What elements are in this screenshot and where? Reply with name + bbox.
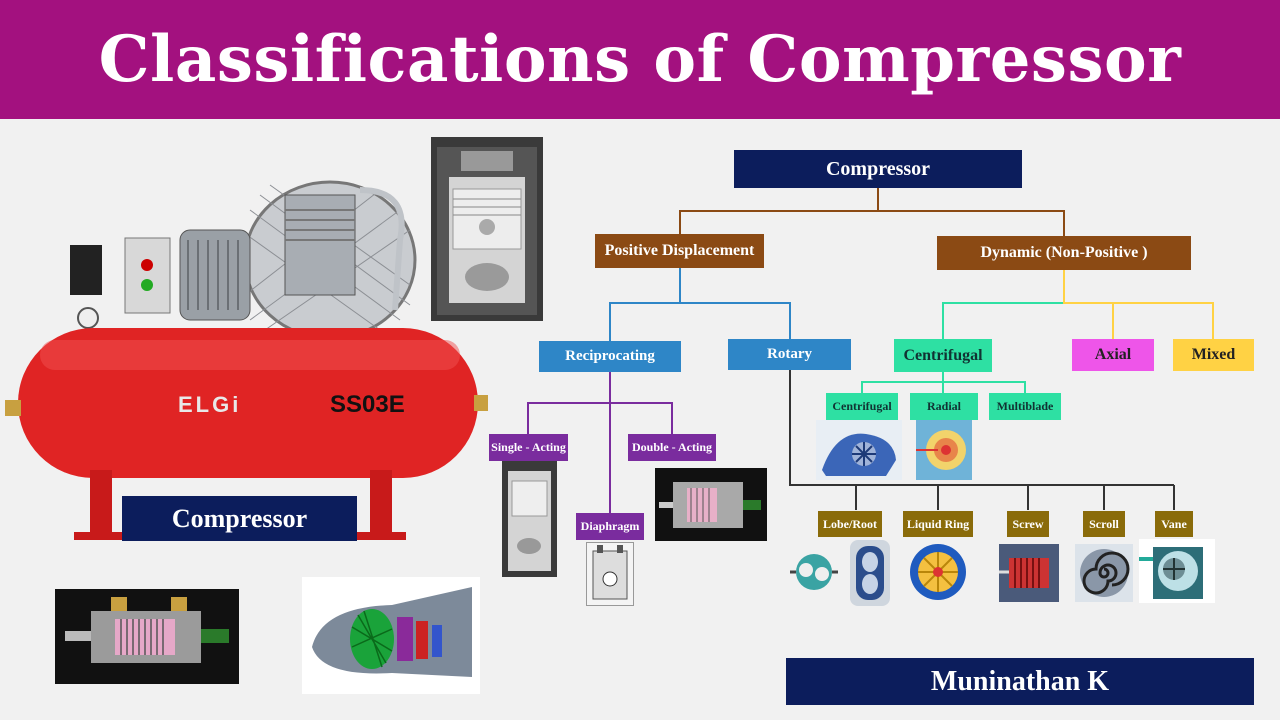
node-radial: Radial: [910, 393, 978, 420]
lobe-image-2: [850, 540, 890, 606]
node-compressor: Compressor: [734, 150, 1022, 188]
axial-cutaway-image: [55, 589, 239, 684]
brand-text: ELGi: [178, 392, 241, 417]
compressor-label: Compressor: [122, 496, 357, 541]
node-double-acting: Double - Acting: [628, 434, 716, 461]
centrifugal-image: [816, 420, 902, 480]
node-mixed: Mixed: [1173, 339, 1254, 371]
vane-image: [1139, 539, 1215, 603]
compressor-photo: ELGi SS03E: [5, 180, 488, 540]
node-centrifugal-sub: Centrifugal: [826, 393, 898, 420]
node-lobe-root: Lobe/Root: [818, 511, 882, 537]
scroll-image: [1075, 544, 1133, 602]
single-acting-image: [502, 461, 557, 577]
node-vane: Vane: [1155, 511, 1193, 537]
node-reciprocating: Reciprocating: [539, 341, 681, 372]
node-axial: Axial: [1072, 339, 1154, 371]
node-single-acting: Single - Acting: [489, 434, 568, 461]
cylinder-cutaway-image: [431, 137, 543, 321]
node-rotary: Rotary: [728, 339, 851, 370]
node-liquid-ring: Liquid Ring: [903, 511, 973, 537]
author-label: Muninathan K: [786, 658, 1254, 705]
node-dynamic: Dynamic (Non-Positive ): [937, 236, 1191, 270]
title-banner: Classifications of Compressor: [0, 0, 1280, 119]
double-acting-image: [655, 468, 767, 541]
diaphragm-image: [586, 542, 634, 606]
lobe-image-1: [788, 544, 840, 600]
node-scroll: Scroll: [1083, 511, 1125, 537]
node-centrifugal: Centrifugal: [894, 339, 992, 372]
screw-image: [999, 544, 1059, 602]
radial-image: [916, 420, 972, 480]
liquid-ring-image: [907, 538, 969, 606]
turbine-image: [302, 577, 480, 694]
node-multiblade: Multiblade: [989, 393, 1061, 420]
page-title: Classifications of Compressor: [98, 22, 1182, 97]
node-positive-displacement: Positive Displacement: [595, 234, 764, 268]
model-text: SS03E: [330, 391, 405, 418]
node-screw: Screw: [1007, 511, 1049, 537]
node-diaphragm: Diaphragm: [576, 513, 644, 540]
